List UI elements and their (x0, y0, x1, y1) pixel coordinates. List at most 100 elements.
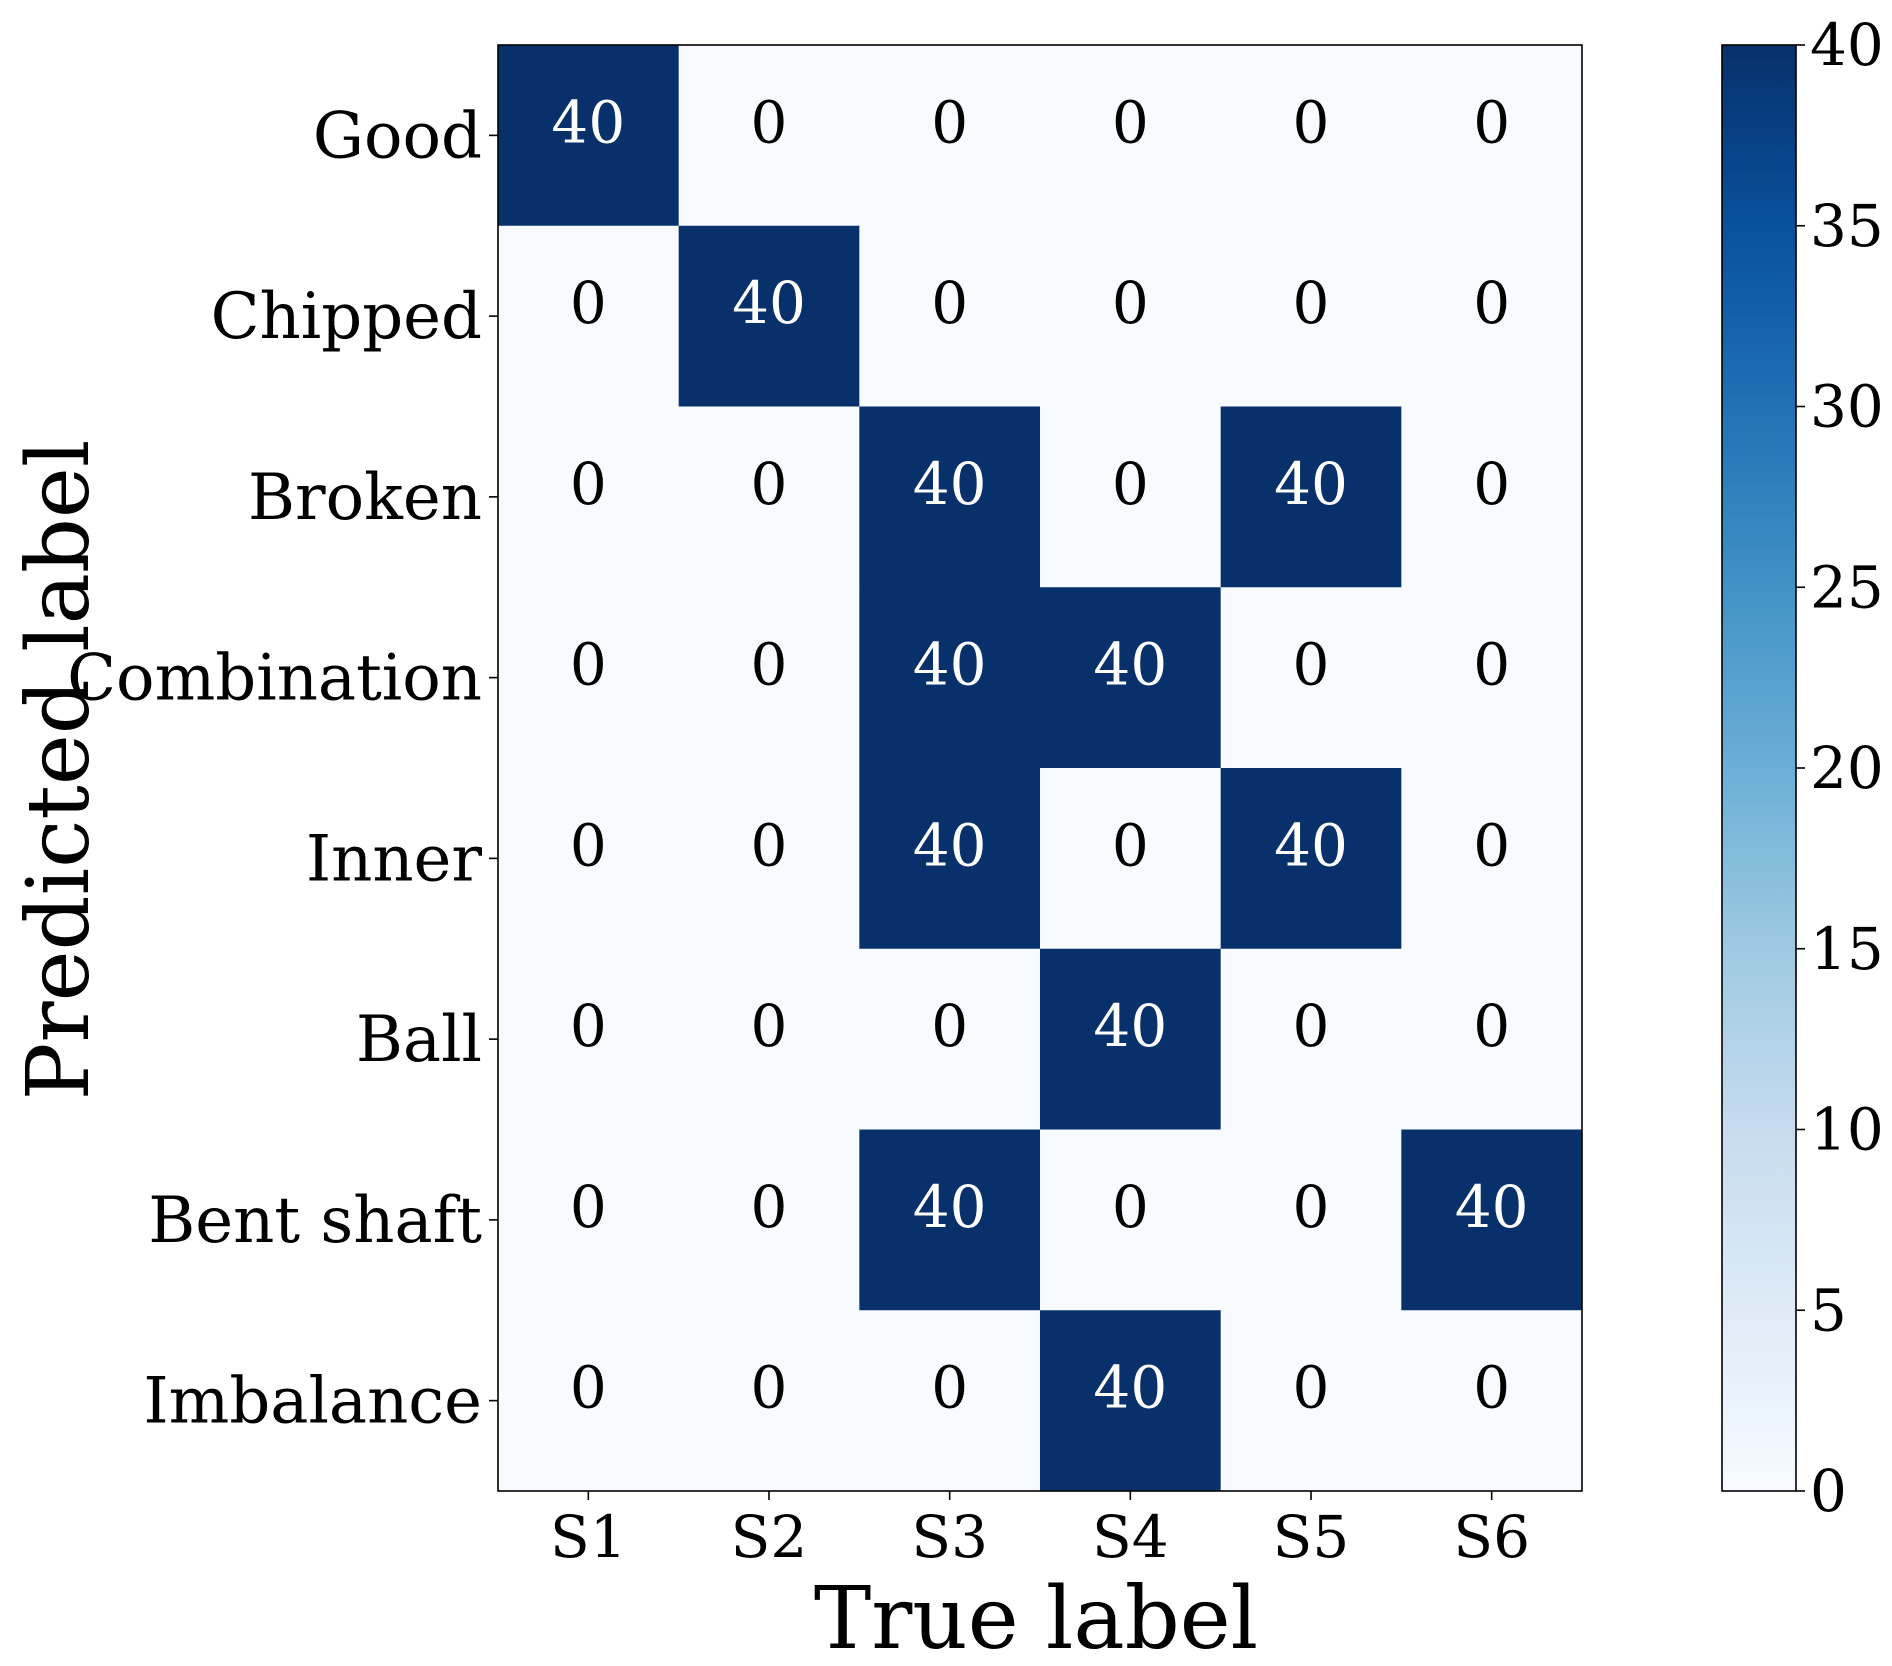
heatmap-cell (1040, 406, 1222, 588)
cell-value-label: 0 (931, 269, 968, 337)
cell-value-label: 0 (1293, 992, 1330, 1060)
cell-value-label: 0 (570, 992, 607, 1060)
cell-value-label: 40 (1274, 811, 1348, 879)
heatmap-cell (1220, 768, 1402, 950)
heatmap-cell (1220, 406, 1402, 588)
colorbar-gradient (1721, 44, 1797, 1492)
cell-value-label: 0 (751, 88, 788, 156)
colorbar-tick-label: 0 (1810, 1457, 1847, 1525)
cell-value-label: 0 (1293, 269, 1330, 337)
heatmap-cell (1401, 587, 1583, 769)
cell-value-label: 0 (570, 631, 607, 699)
heatmap-cell (859, 406, 1041, 588)
heatmap-cell (1401, 406, 1583, 588)
cell-value-label: 0 (1112, 88, 1149, 156)
cell-value-label: 0 (1112, 269, 1149, 337)
heatmap-cell (859, 45, 1041, 227)
heatmap-cell (678, 225, 860, 407)
cell-value-label: 0 (751, 992, 788, 1060)
heatmap-cell (1401, 768, 1583, 950)
cell-value-label: 0 (570, 811, 607, 879)
heatmap-cell (859, 948, 1041, 1130)
colorbar-tick-label: 35 (1810, 192, 1884, 260)
cell-value-label: 0 (751, 450, 788, 518)
heatmap-cell (1040, 768, 1222, 950)
heatmap-cell (1040, 948, 1222, 1130)
cell-value-label: 0 (1293, 1354, 1330, 1422)
cell-value-label: 40 (913, 811, 987, 879)
colorbar-tick-label: 40 (1810, 11, 1884, 79)
cell-value-label: 0 (931, 1354, 968, 1422)
cell-value-label: 40 (913, 631, 987, 699)
heatmap-cell (1220, 225, 1402, 407)
cell-value-label: 0 (1112, 811, 1149, 879)
heatmap-cell (859, 587, 1041, 769)
heatmap-cell (678, 1310, 860, 1492)
cell-value-label: 0 (1473, 88, 1510, 156)
cell-value-label: 0 (1473, 992, 1510, 1060)
y-tick-label: Imbalance (143, 1365, 482, 1439)
heatmap-cell (1040, 1129, 1222, 1311)
cell-value-label: 0 (751, 1354, 788, 1422)
cell-value-label: 40 (913, 450, 987, 518)
heatmap-cell (1040, 587, 1222, 769)
heatmap-cell (678, 768, 860, 950)
cell-value-label: 0 (1473, 450, 1510, 518)
heatmap-cell (1401, 948, 1583, 1130)
heatmap-cell (1220, 587, 1402, 769)
y-tick-label: Ball (356, 1003, 482, 1077)
cell-value-label: 0 (1293, 1173, 1330, 1241)
colorbar-tick-label: 20 (1810, 734, 1884, 802)
plot-frame (497, 44, 1583, 1492)
cell-value-label: 0 (1112, 1173, 1149, 1241)
x-tick-label: S6 (1453, 1503, 1530, 1571)
cell-value-label: 0 (931, 992, 968, 1060)
cell-value-label: 0 (570, 269, 607, 337)
cell-value-label: 0 (751, 631, 788, 699)
heatmap-cell (1220, 45, 1402, 227)
colorbar-tick-label: 25 (1810, 553, 1884, 621)
heatmap-cell (1401, 1129, 1583, 1311)
cell-value-label: 40 (1093, 1354, 1167, 1422)
heatmap-cell (1040, 45, 1222, 227)
heatmap-cell (498, 45, 680, 227)
heatmap-cell (1040, 225, 1222, 407)
cell-value-label: 0 (1293, 88, 1330, 156)
y-tick-label: Inner (306, 822, 483, 896)
cell-value-label: 40 (1093, 992, 1167, 1060)
y-tick-label: Broken (248, 461, 482, 535)
heatmap-cell (1220, 948, 1402, 1130)
cell-value-label: 0 (570, 1354, 607, 1422)
cell-value-label: 0 (1293, 631, 1330, 699)
heatmap-cell (1040, 1310, 1222, 1492)
heatmap-cell (859, 225, 1041, 407)
colorbar-tick-label: 5 (1810, 1276, 1847, 1344)
heatmap-cell (1220, 1310, 1402, 1492)
heatmap-cell (498, 587, 680, 769)
cell-value-label: 40 (913, 1173, 987, 1241)
heatmap-cell (859, 768, 1041, 950)
heatmap-cell (498, 225, 680, 407)
cell-value-label: 40 (1093, 631, 1167, 699)
heatmap-cell (678, 1129, 860, 1311)
y-tick-label: Bent shaft (148, 1184, 482, 1258)
heatmap-cell (859, 1310, 1041, 1492)
heatmap-cell (859, 1129, 1041, 1311)
heatmap-cell (678, 406, 860, 588)
heatmap-cell (1401, 45, 1583, 227)
cell-value-label: 0 (1473, 1354, 1510, 1422)
cell-value-label: 40 (732, 269, 806, 337)
x-tick-label: S3 (911, 1503, 988, 1571)
heatmap-cell (498, 406, 680, 588)
y-tick-label: Combination (67, 642, 482, 716)
y-axis-title: Predicted label (9, 440, 109, 1101)
x-tick-label: S1 (550, 1503, 627, 1571)
x-tick-label: S5 (1273, 1503, 1350, 1571)
cell-value-label: 0 (1473, 811, 1510, 879)
cell-value-label: 0 (751, 811, 788, 879)
cell-value-label: 0 (570, 1173, 607, 1241)
heatmap: 40 0 0 0 0 0 0 40 0 0 0 0 0 0 40 0 40 0 0 0 40 40 0 0 0 0 40 0 40 0 0 0… (497, 44, 1583, 1492)
cell-value-label: 40 (1274, 450, 1348, 518)
